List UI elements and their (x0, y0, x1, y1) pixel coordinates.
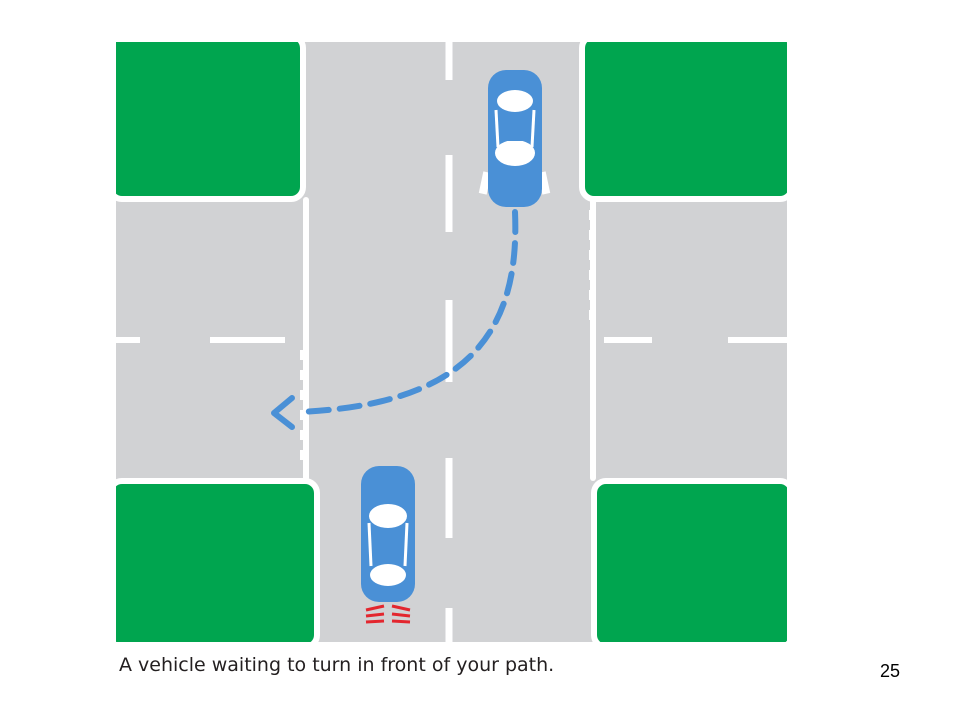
grass-top-right (579, 33, 795, 202)
frame-mask (0, 0, 960, 652)
grass-top-left (107, 33, 306, 202)
grass-bottom-left (107, 478, 320, 650)
page-number: 25 (880, 661, 901, 681)
brake-lights (365, 604, 411, 624)
turn-path-arrowhead (271, 395, 295, 430)
turn-path (295, 209, 519, 415)
your-car (361, 466, 415, 602)
grass-bottom-right (591, 478, 795, 650)
diagram-caption: A vehicle waiting to turn in front of yo… (119, 654, 555, 676)
give-way-lines (300, 210, 595, 470)
grass-corners (107, 33, 795, 650)
oncoming-car (478, 70, 551, 207)
